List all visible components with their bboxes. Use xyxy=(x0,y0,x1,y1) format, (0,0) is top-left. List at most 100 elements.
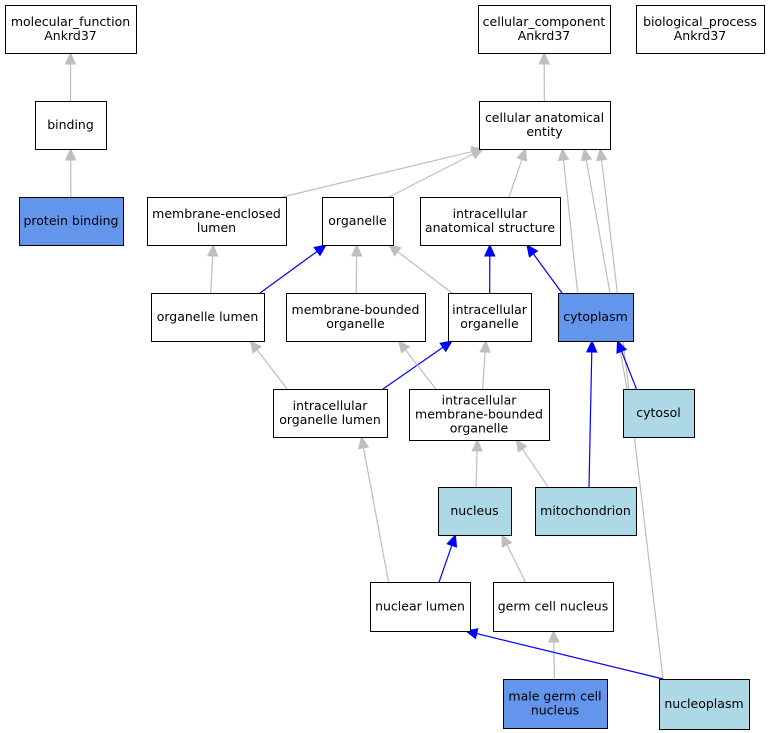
node-organelle: organelle xyxy=(322,197,394,246)
node-mgcn-box xyxy=(503,679,608,729)
edge-imbo-to-mbo xyxy=(397,340,437,390)
node-binding-label: binding xyxy=(47,117,94,132)
node-mbo-box xyxy=(286,293,426,342)
node-orglumen-label: organelle lumen xyxy=(157,309,259,324)
node-nucleus-box xyxy=(438,487,512,536)
node-cae-label: entity xyxy=(526,124,563,139)
node-gcn: germ cell nucleus xyxy=(493,582,614,632)
node-mito-label: mitochondrion xyxy=(540,503,631,518)
edge-imbo-to-io xyxy=(479,339,491,390)
node-gcn-label: germ cell nucleus xyxy=(498,598,609,613)
edge-cytosol-to-cytoplasm xyxy=(616,339,638,390)
node-cytosol: cytosol xyxy=(623,389,695,438)
node-ias-label: intracellular xyxy=(453,206,529,221)
node-mgcn-label: male germ cell xyxy=(508,688,601,703)
node-mf-label: molecular_function xyxy=(11,14,130,29)
node-cc-label: cellular_component xyxy=(483,14,606,29)
node-protbind-box xyxy=(19,197,124,246)
node-protbind: protein binding xyxy=(19,197,124,246)
node-bp-box xyxy=(636,5,765,54)
node-io-label: organelle xyxy=(460,316,519,331)
node-cytoplasm-label: cytoplasm xyxy=(563,309,628,324)
edge-mbo-to-organelle xyxy=(350,243,363,294)
node-binding-box xyxy=(35,101,107,150)
node-cc-label: Ankrd37 xyxy=(518,28,570,43)
node-mel-label: lumen xyxy=(197,220,236,235)
node-nucleoplasm-box xyxy=(659,679,750,730)
node-mel-label: membrane-enclosed xyxy=(152,206,281,221)
edge-nuclumen-to-nucleus xyxy=(438,533,458,583)
node-cytoplasm-box xyxy=(558,293,634,342)
node-cytosol-box xyxy=(623,389,695,438)
edge-mel-to-cae xyxy=(281,146,485,198)
node-iol-label: organelle lumen xyxy=(279,412,381,427)
edge-cytoplasm-to-ias xyxy=(526,244,563,294)
node-binding: binding xyxy=(35,101,107,150)
node-cytoplasm: cytoplasm xyxy=(558,293,634,342)
edge-nucleus-to-imbo xyxy=(471,438,483,488)
node-nuclumen: nuclear lumen xyxy=(370,582,471,632)
node-organelle-label: organelle xyxy=(328,213,387,228)
node-imbo-box xyxy=(409,389,550,441)
edge-mito-to-imbo xyxy=(515,439,549,488)
node-iol-label: intracellular xyxy=(293,398,369,413)
node-nuclumen-label: nuclear lumen xyxy=(375,598,465,613)
node-iol-box xyxy=(273,389,388,438)
node-mf-label: Ankrd37 xyxy=(44,28,96,43)
edge-mito-to-cytoplasm xyxy=(585,339,598,488)
edges-layer xyxy=(64,51,664,680)
node-mbo-label: membrane-bounded xyxy=(292,302,420,317)
edge-organelle-to-cae xyxy=(388,148,485,198)
node-orglumen: organelle lumen xyxy=(151,293,265,342)
edge-orglumen-to-organelle xyxy=(259,244,327,294)
node-io-label: intracellular xyxy=(452,302,528,317)
node-organelle-box xyxy=(322,197,394,246)
node-cytosol-label: cytosol xyxy=(636,405,680,420)
nodes-layer: molecular_functionAnkrd37cellular_compon… xyxy=(5,5,765,730)
edge-binding-to-mf xyxy=(64,51,77,101)
node-mf-box xyxy=(5,5,137,54)
edge-iol-to-orglumen xyxy=(249,340,288,390)
edge-io-to-organelle xyxy=(388,244,453,294)
edge-mgcn-to-gcn xyxy=(548,629,560,680)
node-nucleoplasm: nucleoplasm xyxy=(659,679,750,730)
node-nucleus: nucleus xyxy=(438,487,512,536)
edge-cae-to-cc xyxy=(538,51,550,102)
node-ias-box xyxy=(420,197,561,246)
node-cc-box xyxy=(478,5,611,54)
node-ias-label: anatomical structure xyxy=(425,220,555,235)
edge-nuclumen-to-iol xyxy=(357,435,390,583)
edge-gcn-to-nucleus xyxy=(501,533,527,583)
edge-ias-to-cae xyxy=(508,147,528,198)
node-imbo-label: membrane-bounded xyxy=(415,406,543,421)
node-mel-box xyxy=(147,197,287,246)
node-nuclumen-box xyxy=(370,582,471,632)
edge-protbind-to-binding xyxy=(64,147,77,198)
node-nucleoplasm-label: nucleoplasm xyxy=(664,696,743,711)
node-bp-label: Ankrd37 xyxy=(674,28,726,43)
node-mito-box xyxy=(535,487,637,536)
node-orglumen-box xyxy=(151,293,265,342)
node-protbind-label: protein binding xyxy=(23,213,118,228)
edge-orglumen-to-mel xyxy=(206,243,219,294)
node-imbo-label: intracellular xyxy=(442,392,518,407)
node-mbo-label: organelle xyxy=(326,316,385,331)
node-nucleus-label: nucleus xyxy=(450,503,498,518)
edge-io-to-ias xyxy=(484,243,496,294)
edge-nucleoplasm-to-nuclumen xyxy=(464,628,664,680)
node-mgcn-label: nucleus xyxy=(531,702,579,717)
edge-cytoplasm-to-cae xyxy=(557,147,579,294)
node-imbo-label: organelle xyxy=(450,420,509,435)
